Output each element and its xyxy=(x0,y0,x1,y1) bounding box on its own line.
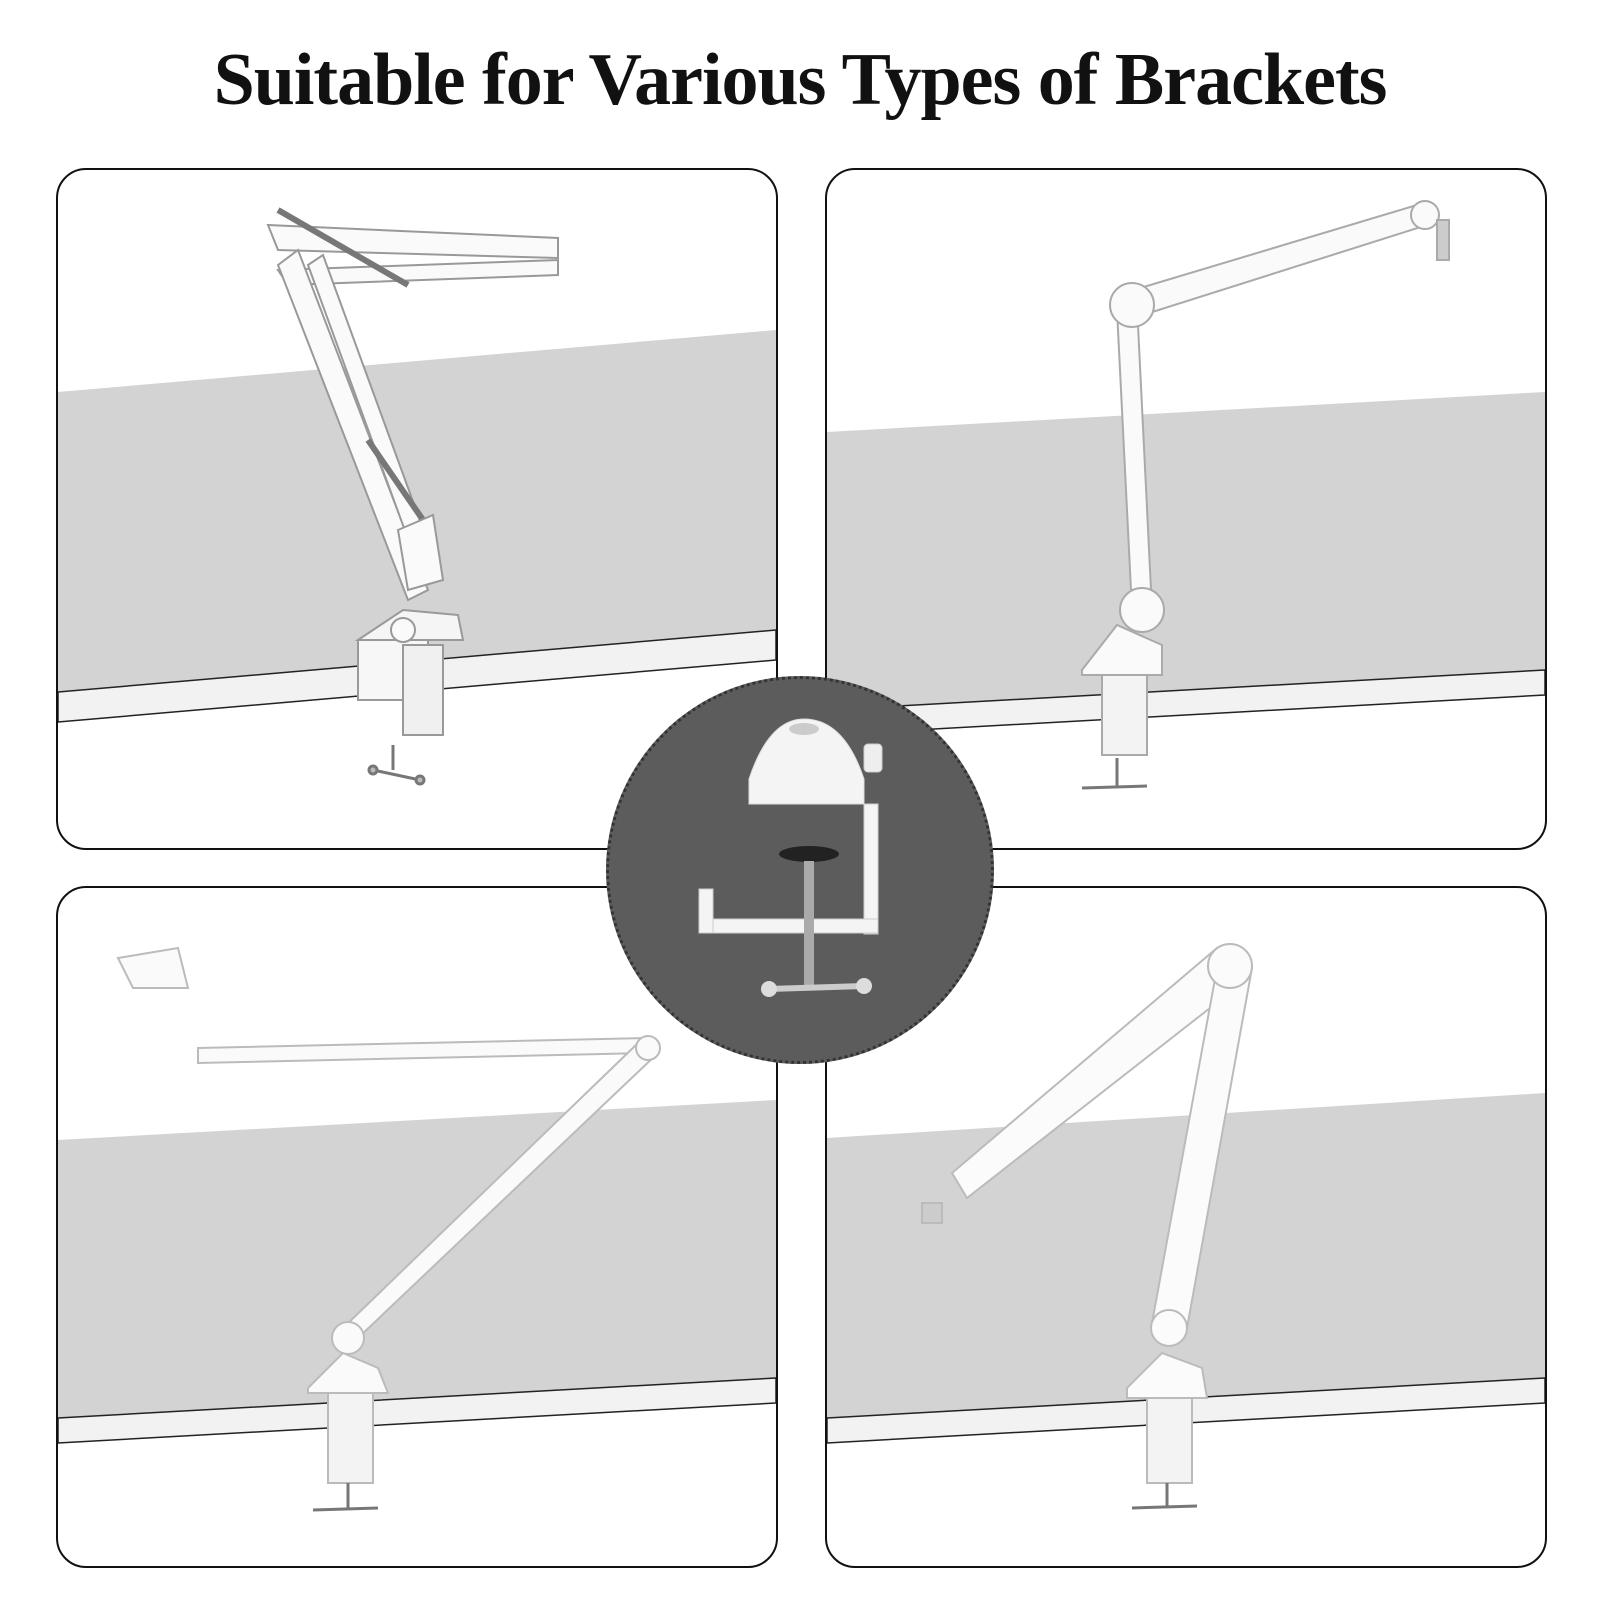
boom-arm xyxy=(921,943,1254,1484)
boom-arm xyxy=(1081,200,1450,756)
scissor-arm-illustration xyxy=(58,207,776,786)
tube-arm-illustration xyxy=(827,943,1545,1510)
low-profile-arm-illustration xyxy=(827,200,1545,790)
single-rod-arm-illustration xyxy=(58,946,776,1512)
clamp-screw xyxy=(1131,1483,1198,1510)
clamp-screw xyxy=(367,745,426,786)
clamp-screw xyxy=(1081,758,1148,790)
panel-low-profile-arm xyxy=(825,168,1547,850)
clamp-screw xyxy=(312,1483,379,1512)
panel-tube-arm xyxy=(825,886,1547,1568)
boom-arm xyxy=(116,946,661,1484)
desk-clamp-closeup xyxy=(606,676,994,1064)
desk-clamp-illustration xyxy=(698,718,883,997)
panel-scissor-arm xyxy=(56,168,778,850)
page-title: Suitable for Various Types of Brackets xyxy=(213,39,1388,121)
scissor-arm xyxy=(266,207,559,736)
